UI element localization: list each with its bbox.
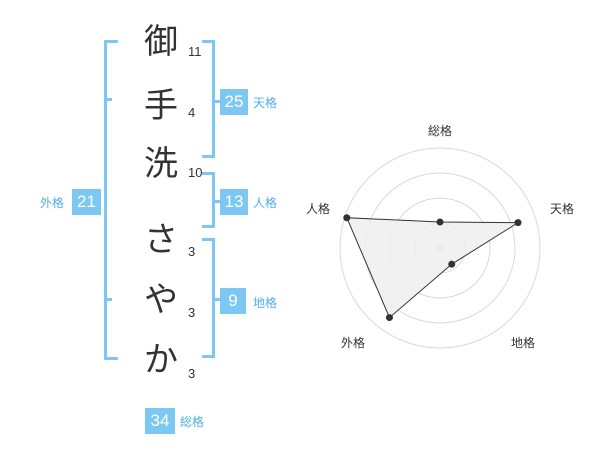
chikaku-label: 地格 (253, 296, 278, 310)
name-char-6: か (144, 340, 178, 380)
gaikaku-value: 21 (72, 189, 101, 215)
name-char-1: 御 (144, 22, 178, 62)
radar-point (514, 219, 522, 227)
tenkaku-value: 25 (220, 89, 248, 115)
stroke-count-5: 3 (188, 305, 196, 320)
radar-point (385, 314, 393, 322)
chikaku-value: 9 (220, 288, 246, 314)
radar-label-chikaku: 地格 (511, 336, 536, 350)
stroke-count-2: 4 (188, 105, 196, 120)
radar-shape (343, 214, 522, 322)
jinkaku-label: 人格 (253, 196, 278, 210)
radar-label-jinkaku: 人格 (306, 202, 331, 216)
radar-label-tenkaku: 天格 (550, 202, 575, 216)
name-char-3: 洗 (144, 144, 178, 184)
gaikaku-label: 外格 (40, 196, 65, 210)
radar-polygon (346, 217, 520, 319)
soukaku-value: 34 (145, 408, 175, 434)
soukaku-label: 総格 (180, 415, 205, 429)
name-char-5: や (144, 280, 178, 320)
jinkaku-value: 13 (220, 189, 248, 215)
name-char-2: 手 (144, 86, 178, 126)
stroke-count-3: 10 (188, 165, 203, 180)
tenkaku-label: 天格 (253, 96, 278, 110)
stroke-count-6: 3 (188, 366, 196, 381)
name-char-4: さ (144, 220, 178, 260)
radar-label-soukaku: 総格 (428, 124, 453, 138)
radar-point (448, 260, 456, 268)
radar-point (343, 214, 351, 222)
stroke-count-4: 3 (188, 244, 196, 259)
stroke-count-1: 11 (188, 44, 202, 59)
radar-point (436, 218, 444, 226)
radar-label-gaikaku: 外格 (341, 336, 366, 350)
